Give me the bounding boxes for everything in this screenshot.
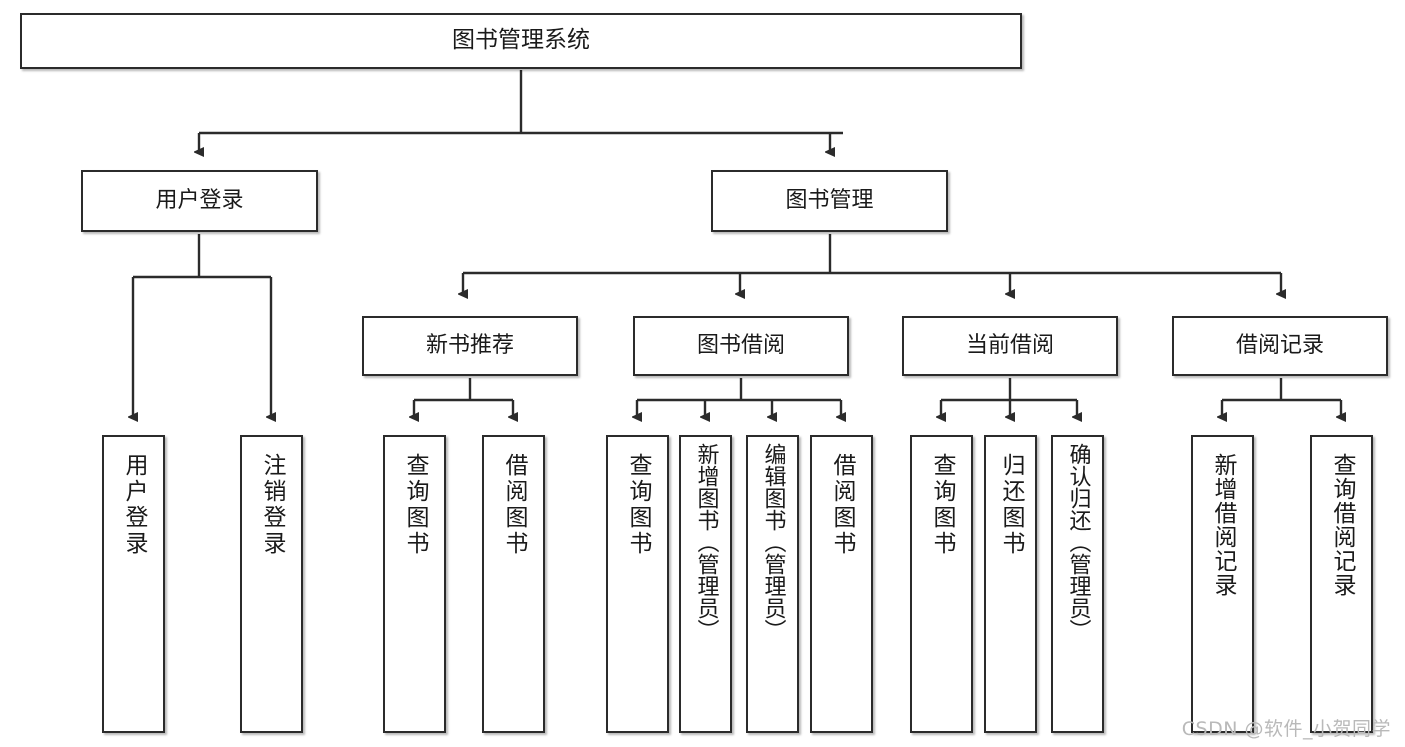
node-user-login-label: 用户登录 <box>155 187 244 213</box>
leaf-borrow-book-1-label: 借阅图书 <box>501 453 527 557</box>
node-user-login[interactable]: 用户登录 <box>81 170 318 232</box>
node-book-manage[interactable]: 图书管理 <box>711 170 948 232</box>
node-root[interactable]: 图书管理系统 <box>20 13 1022 69</box>
leaf-query-book-3[interactable]: 查询图书 <box>910 435 973 733</box>
leaf-add-book[interactable]: 新增图书（管理员） <box>679 435 732 733</box>
node-book-manage-label: 图书管理 <box>785 187 874 213</box>
leaf-borrow-book-2-label: 借阅图书 <box>829 453 855 557</box>
leaf-user-login-label: 用户登录 <box>121 453 147 557</box>
node-current-borrow[interactable]: 当前借阅 <box>902 316 1118 376</box>
leaf-query-record[interactable]: 查询借阅记录 <box>1310 435 1373 733</box>
node-borrow-record[interactable]: 借阅记录 <box>1172 316 1388 376</box>
leaf-logout-label: 注销登录 <box>259 453 285 557</box>
leaf-user-login[interactable]: 用户登录 <box>102 435 165 733</box>
leaf-return-book[interactable]: 归还图书 <box>984 435 1037 733</box>
leaf-query-book-2-label: 查询图书 <box>625 453 651 557</box>
node-root-label: 图书管理系统 <box>452 27 590 54</box>
leaf-query-book-1[interactable]: 查询图书 <box>383 435 446 733</box>
leaf-edit-book-label: 编辑图书（管理员） <box>760 443 786 641</box>
leaf-add-book-label: 新增图书（管理员） <box>693 443 719 641</box>
leaf-query-record-label: 查询借阅记录 <box>1329 453 1355 597</box>
leaf-edit-book[interactable]: 编辑图书（管理员） <box>746 435 799 733</box>
csdn-watermark: CSDN @软件_小贺同学 <box>1181 718 1391 740</box>
leaf-query-book-1-label: 查询图书 <box>402 453 428 557</box>
leaf-logout[interactable]: 注销登录 <box>240 435 303 733</box>
node-new-book-rec-label: 新书推荐 <box>425 332 514 358</box>
node-current-borrow-label: 当前借阅 <box>965 332 1054 358</box>
node-new-book-rec[interactable]: 新书推荐 <box>362 316 578 376</box>
leaf-borrow-book-1[interactable]: 借阅图书 <box>482 435 545 733</box>
leaf-query-book-3-label: 查询图书 <box>929 453 955 557</box>
leaf-return-book-label: 归还图书 <box>998 453 1024 557</box>
leaf-add-record-label: 新增借阅记录 <box>1210 453 1236 597</box>
node-borrow-record-label: 借阅记录 <box>1235 332 1324 358</box>
leaf-confirm-return[interactable]: 确认归还（管理员） <box>1051 435 1104 733</box>
leaf-confirm-return-label: 确认归还（管理员） <box>1065 443 1091 641</box>
node-book-borrow[interactable]: 图书借阅 <box>633 316 849 376</box>
leaf-borrow-book-2[interactable]: 借阅图书 <box>810 435 873 733</box>
leaf-add-record[interactable]: 新增借阅记录 <box>1191 435 1254 733</box>
leaf-query-book-2[interactable]: 查询图书 <box>606 435 669 733</box>
node-book-borrow-label: 图书借阅 <box>696 332 785 358</box>
